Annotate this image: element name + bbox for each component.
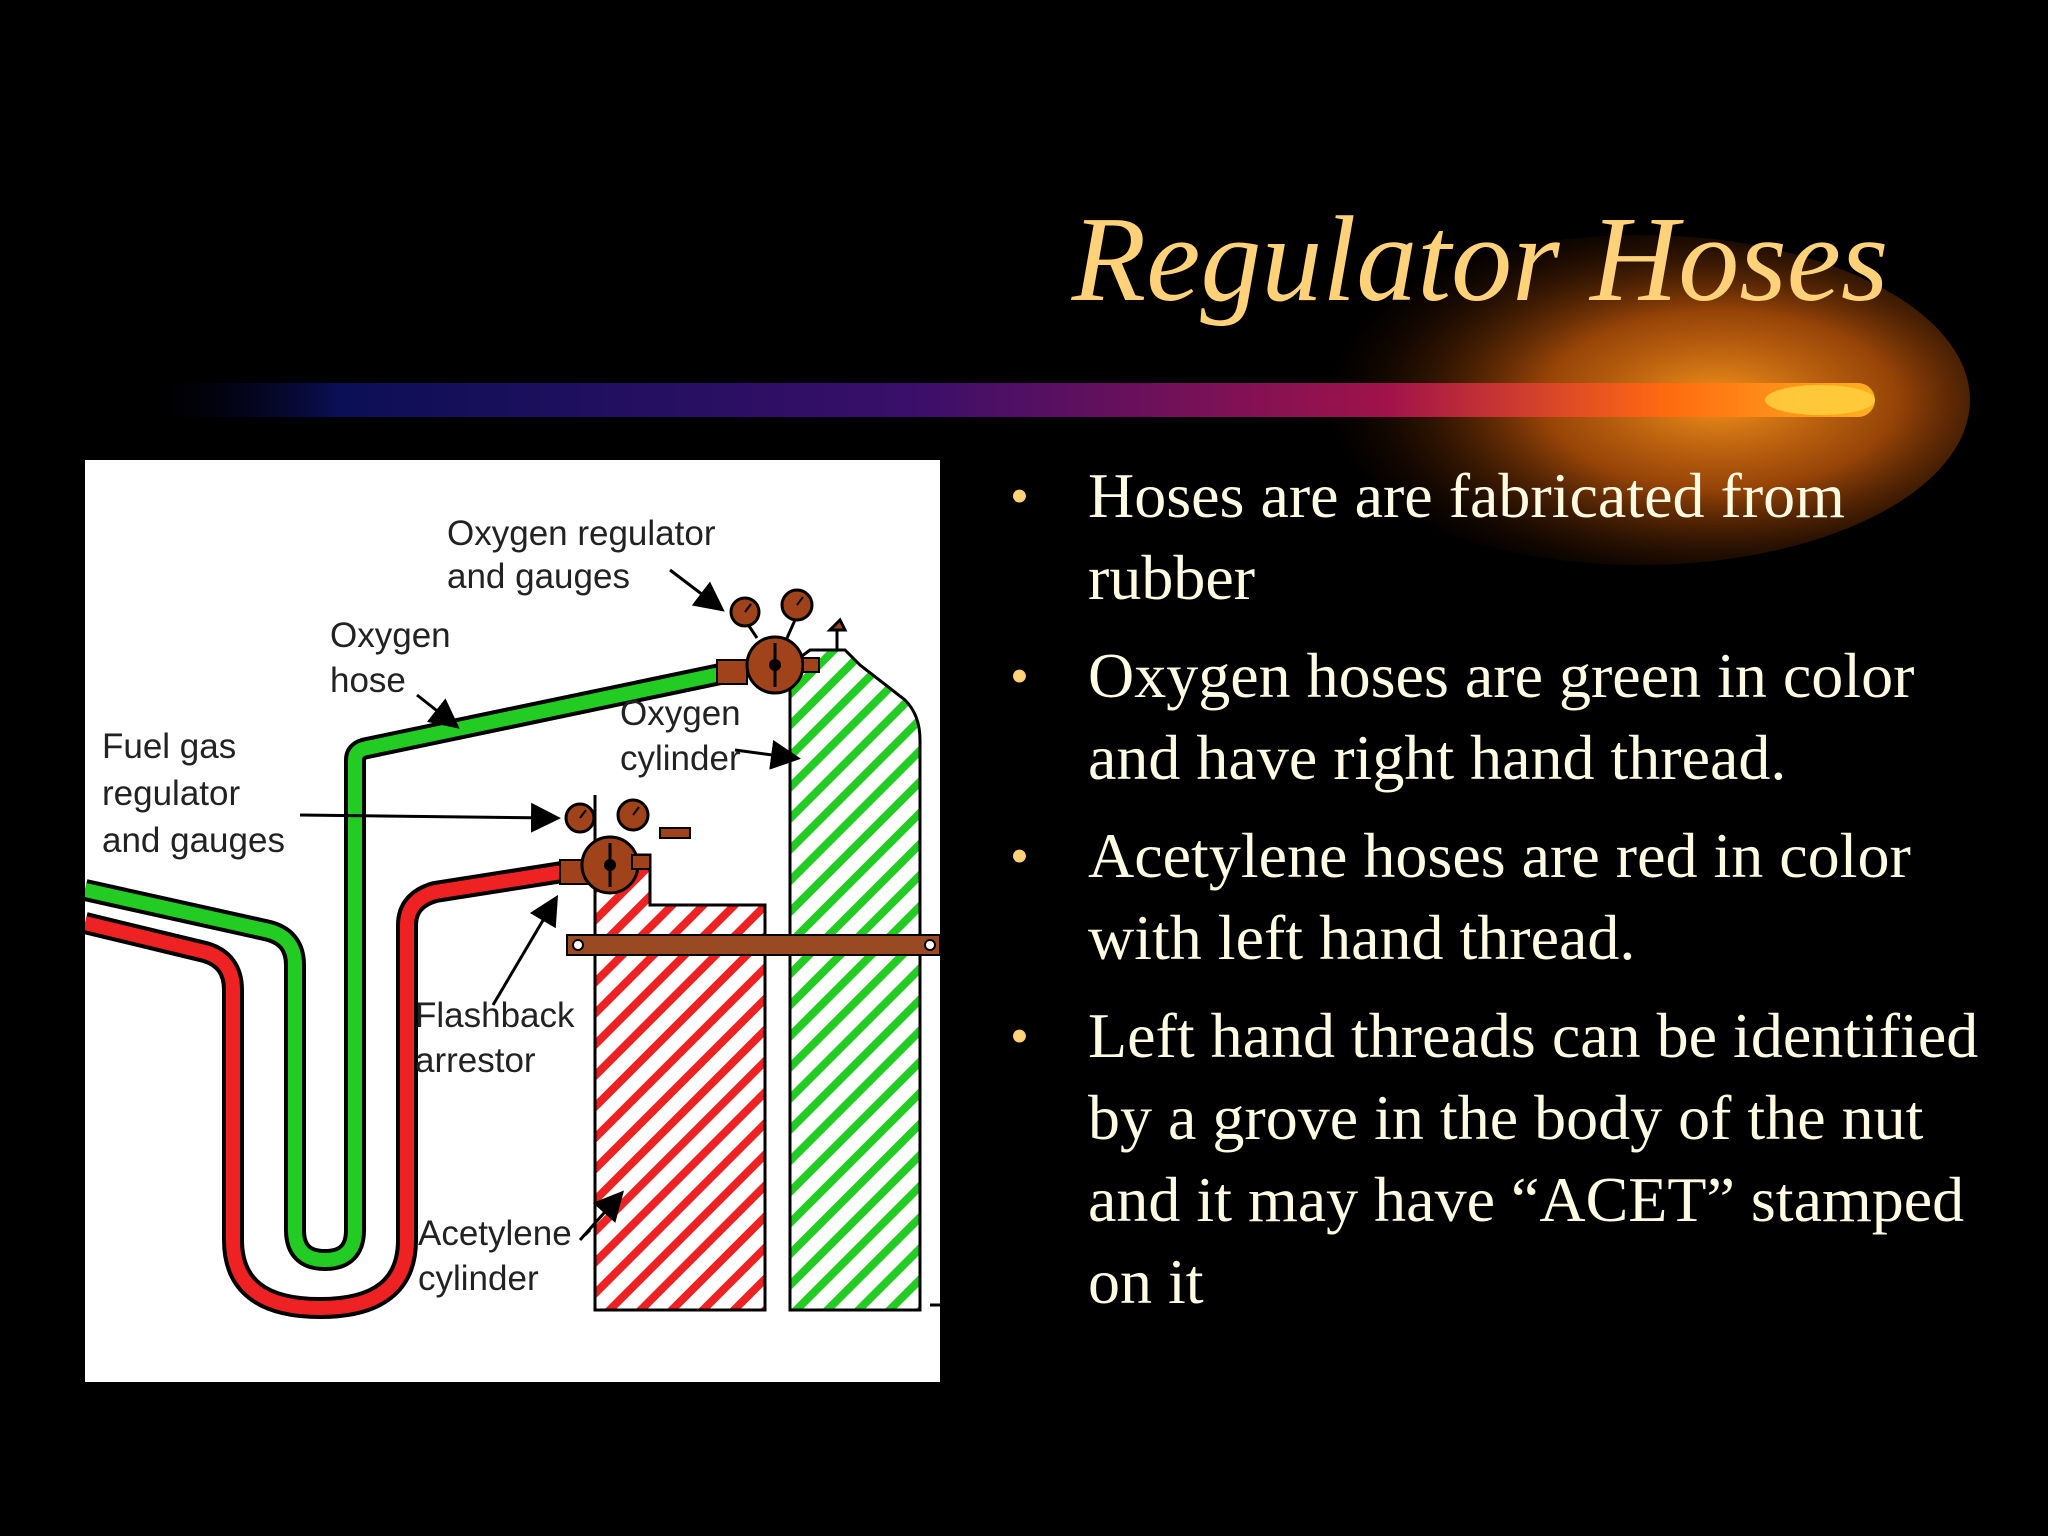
cylinder-strap [566, 934, 940, 956]
fuel-gas-label-line3: and gauges [102, 821, 285, 860]
acetylene-cylinder-label-line2: cylinder [418, 1259, 539, 1298]
flashback-label-line1: Flashback [415, 996, 575, 1035]
oxygen-cylinder-label-line1: Oxygen [620, 694, 741, 733]
slide-title: Regulator Hoses [1071, 192, 1889, 327]
bullet-list: • Hoses are are fabricated from rubber • O… [1000, 455, 2010, 1339]
bullet-icon: • [1010, 466, 1029, 526]
bullet-text: Oxygen hoses are green in color and have… [1088, 640, 1915, 793]
bullet-text: Acetylene hoses are red in color with le… [1088, 820, 1911, 973]
fuel-gas-label-line2: regulator [102, 774, 240, 813]
bullet-item: • Hoses are are fabricated from rubber [1000, 455, 2010, 619]
flashback-label-line2: arrestor [415, 1041, 536, 1080]
oxygen-hose-label-line1: Oxygen [330, 616, 451, 655]
oxygen-regulator [716, 588, 848, 695]
bullet-icon: • [1010, 826, 1029, 886]
bullet-item: • Acetylene hoses are red in color with l… [1000, 815, 2010, 979]
oxygen-hose-label-line2: hose [330, 661, 406, 700]
welding-setup-diagram: Oxygen regulator and gauges Oxygen hose … [85, 460, 940, 1382]
bullet-text: Left hand threads can be identified by a… [1088, 1000, 1979, 1317]
fuel-gas-label-line1: Fuel gas [102, 727, 236, 766]
bullet-icon: • [1010, 646, 1029, 706]
fuel-gas-regulator [559, 798, 691, 895]
bullet-icon: • [1010, 1006, 1029, 1066]
oxygen-cylinder-label-line2: cylinder [620, 739, 741, 778]
oxygen-regulator-label-line2: and gauges [447, 557, 630, 596]
bullet-item: • Oxygen hoses are green in color and hav… [1000, 635, 2010, 799]
acetylene-cylinder-label-line1: Acetylene [418, 1214, 572, 1253]
bullet-item: • Left hand threads can be identified by … [1000, 995, 2010, 1323]
oxygen-regulator-label-line1: Oxygen regulator [447, 514, 716, 553]
bullet-text: Hoses are are fabricated from rubber [1088, 460, 1845, 613]
oxygen-cylinder [788, 648, 922, 1312]
